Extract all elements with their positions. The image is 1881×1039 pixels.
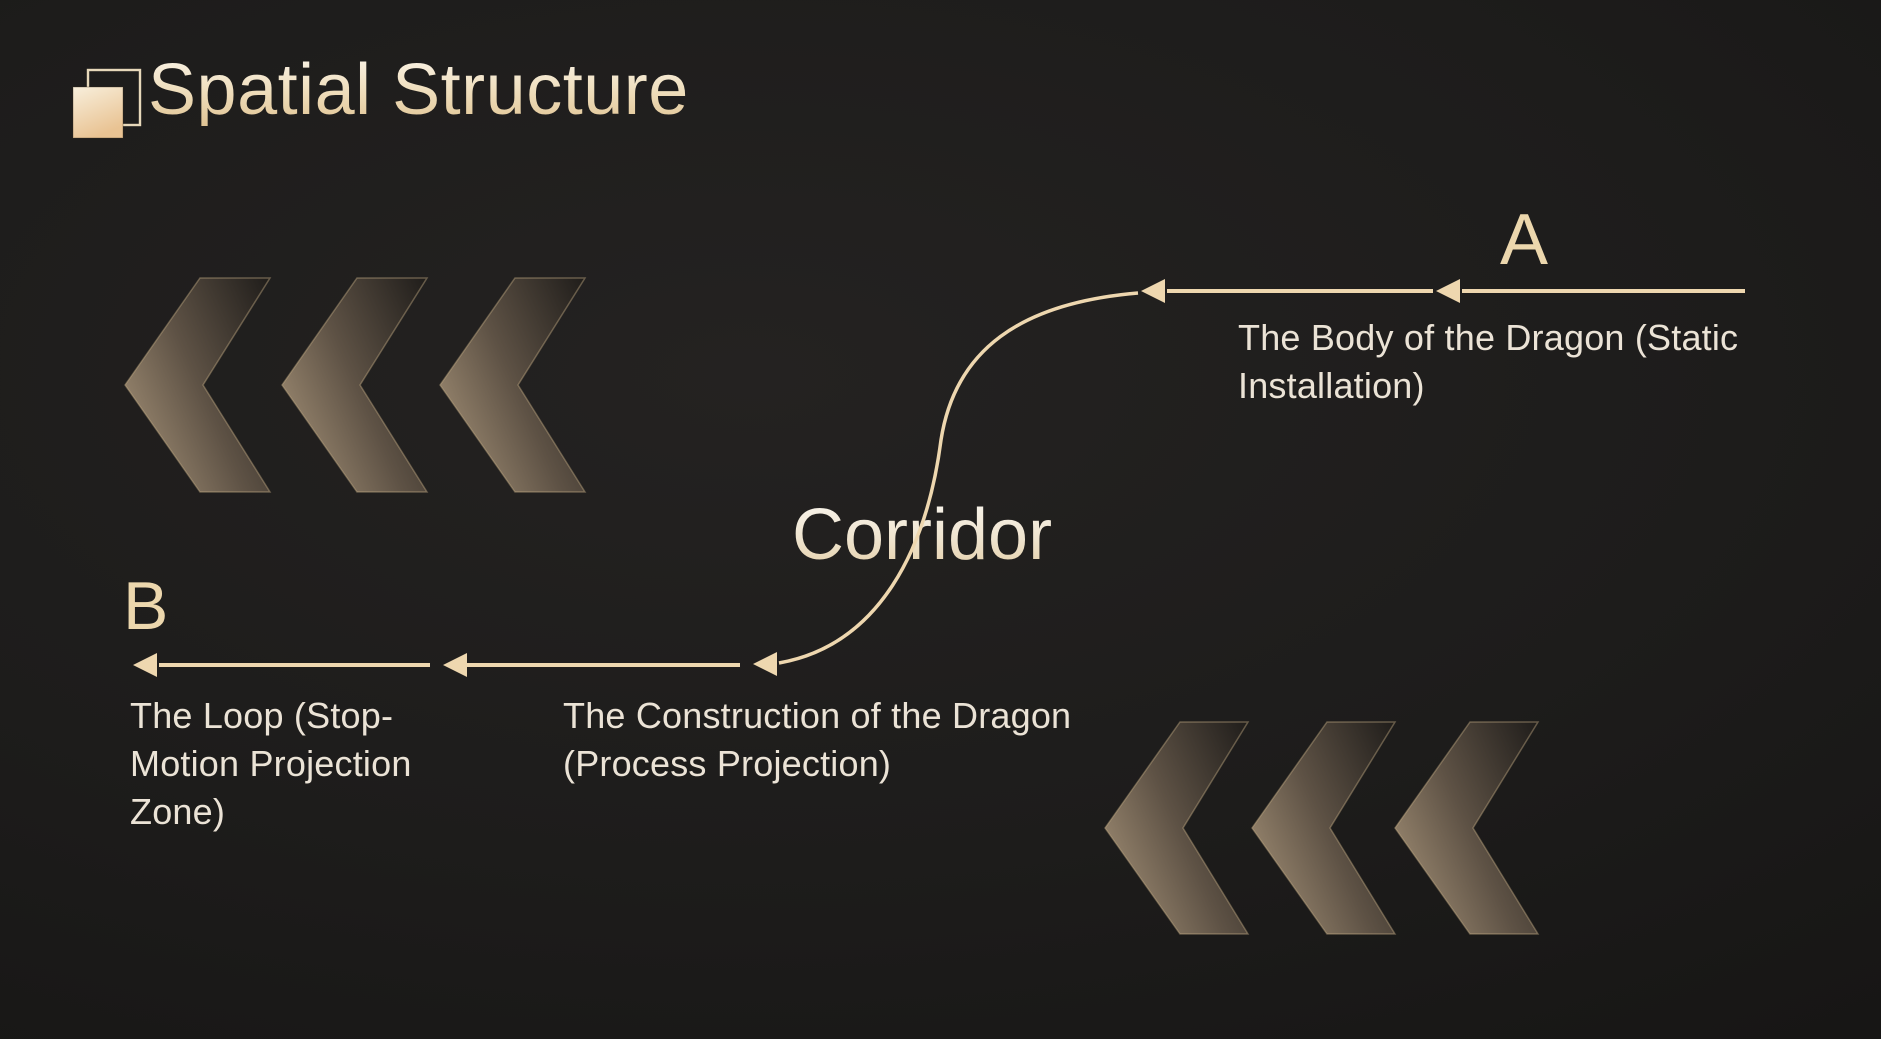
arrowhead-left-icon (1436, 279, 1460, 303)
page-title: Spatial Structure (148, 50, 689, 130)
arrowhead-left-icon (443, 653, 467, 677)
chevron-left-icon (1104, 721, 1250, 935)
arrowhead-left-icon (133, 653, 157, 677)
chevron-left-icon (1251, 721, 1397, 935)
loop-caption: The Loop (Stop-Motion Projection Zone) (130, 695, 412, 832)
chevron-group-upper-left (124, 277, 587, 493)
arrowhead-left-icon (1141, 279, 1165, 303)
corridor-curve (778, 291, 1139, 665)
filled-square-shape (72, 86, 124, 139)
chevron-left-icon (1394, 721, 1540, 935)
body-of-dragon-caption: The Body of the Dragon (Static Installat… (1238, 317, 1739, 406)
chevron-group-lower-right (1104, 721, 1540, 935)
construction-caption: The Construction of the Dragon (Process … (563, 695, 1072, 784)
chevron-left-icon (439, 277, 587, 493)
overlapping-squares-icon (72, 68, 142, 139)
chevron-left-icon (124, 277, 272, 493)
point-a-label: A (1500, 200, 1549, 280)
chevron-left-icon (281, 277, 429, 493)
point-b-label: B (123, 568, 169, 644)
arrowhead-left-icon (753, 652, 777, 676)
corridor-label: Corridor (792, 495, 1053, 575)
